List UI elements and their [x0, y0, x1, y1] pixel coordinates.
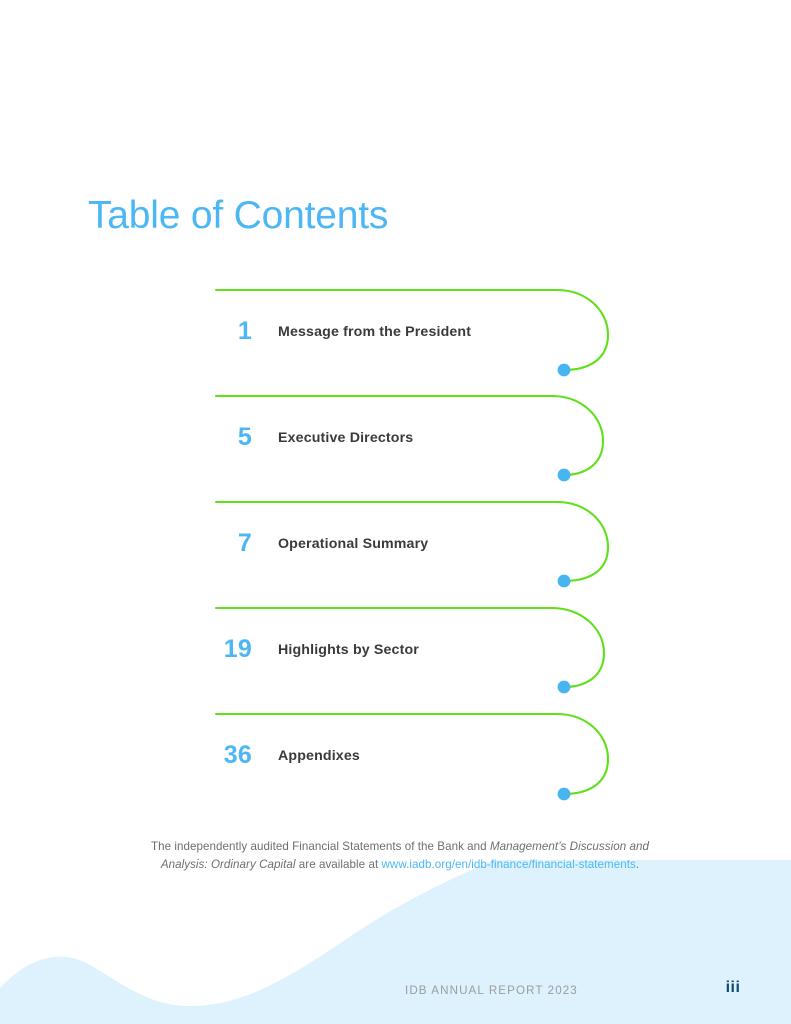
toc-entry-number: 36 [223, 741, 252, 769]
corner-wave-decoration [0, 860, 791, 1024]
footnote-italic-title: Management’s Discussion and Analysis: Or… [160, 840, 649, 872]
financial-statements-link[interactable]: www.iadb.org/en/idb-finance/financial-st… [381, 858, 636, 872]
toc-entry-number: 5 [237, 423, 252, 451]
toc-entry-1[interactable]: 1 Message from the President [0, 283, 791, 389]
toc-entry-number: 1 [237, 317, 252, 345]
toc-entry-number: 7 [237, 529, 252, 557]
toc-entry-label[interactable]: Highlights by Sector [278, 642, 419, 658]
footnote-text-after: are available at [295, 858, 379, 872]
toc-entry-number: 19 [223, 635, 252, 663]
toc-entry-2[interactable]: 5 Executive Directors [0, 389, 791, 495]
financial-statements-note: The independently audited Financial Stat… [140, 838, 660, 875]
toc-entry-label[interactable]: Executive Directors [278, 430, 414, 446]
toc-entry-label[interactable]: Appendixes [278, 748, 360, 764]
toc-entry-label[interactable]: Operational Summary [278, 536, 429, 552]
toc-list: 1 Message from the President 5 Executive… [0, 283, 791, 813]
toc-entry-3[interactable]: 7 Operational Summary [0, 495, 791, 601]
footer-page-number: iii [725, 979, 741, 996]
toc-entry-4[interactable]: 19 Highlights by Sector [0, 601, 791, 707]
footnote-text-before: The independently audited Financial Stat… [151, 840, 490, 853]
toc-entry-label[interactable]: Message from the President [278, 324, 472, 340]
footnote-period: . [635, 858, 640, 872]
page-title: Table of Contents [88, 194, 389, 237]
footer-report-label: IDB ANNUAL REPORT 2023 [405, 984, 578, 997]
toc-entry-5[interactable]: 36 Appendixes [0, 707, 791, 813]
